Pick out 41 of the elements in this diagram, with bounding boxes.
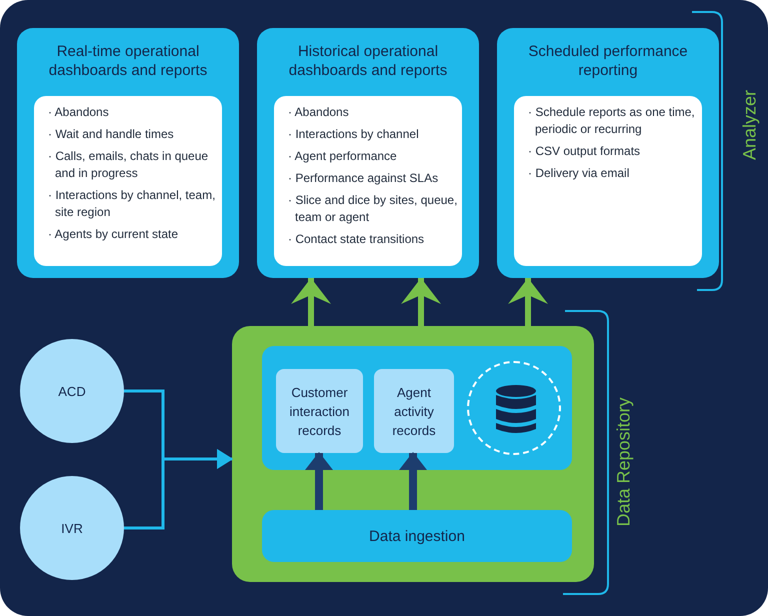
list-item: · Interactions by channel, team, site region — [48, 187, 216, 221]
arrow — [399, 452, 427, 510]
chevron-arrow — [508, 278, 548, 326]
list-item: · Delivery via email — [528, 165, 630, 182]
list-item: · Contact state transitions — [288, 231, 426, 248]
node-label: Data ingestion — [369, 526, 465, 546]
report-panel — [17, 28, 239, 278]
section-label: Analyzer — [738, 90, 760, 160]
node-label: Agent activity records — [391, 384, 437, 440]
report-panel — [257, 28, 479, 278]
panel-title: Historical operational dashboards and reports — [288, 42, 448, 80]
list-item: · Interactions by channel — [288, 126, 420, 143]
node-label: IVR — [61, 520, 83, 538]
record-box — [276, 369, 363, 453]
panel-title: Real-time operational dashboards and reports — [48, 42, 208, 80]
panel-title: Scheduled performance reporting — [527, 42, 689, 80]
bullet-list-card — [274, 96, 462, 266]
record-box — [374, 369, 454, 453]
node-label: ACD — [58, 382, 86, 400]
bullet-list-card — [514, 96, 702, 266]
chevron-arrow — [401, 278, 441, 326]
list-item: · Abandons — [288, 104, 350, 121]
arrow — [305, 452, 333, 510]
chevron-arrow — [291, 278, 331, 326]
list-item: · Agents by current state — [48, 226, 180, 243]
list-item: · Abandons — [48, 104, 110, 121]
node-label: Customer interaction records — [288, 384, 350, 440]
list-item: · Schedule reports as one time, periodic or recurring — [528, 104, 696, 138]
arrow — [124, 449, 233, 530]
list-item: · Agent performance — [288, 148, 398, 165]
list-item: · CSV output formats — [528, 143, 642, 160]
list-item: · Performance against SLAs — [288, 170, 440, 187]
report-panel — [497, 28, 719, 278]
section-label: Data Repository — [612, 397, 634, 527]
repository-box — [232, 326, 594, 582]
list-item: · Wait and handle times — [48, 126, 175, 143]
list-item: · Slice and dice by sites, queue, team or agent — [288, 192, 458, 226]
ingestion-bar — [262, 510, 572, 562]
list-item: · Calls, emails, chats in queue and in progress — [48, 148, 210, 182]
storage-box — [262, 346, 572, 470]
bullet-list-card — [34, 96, 222, 266]
